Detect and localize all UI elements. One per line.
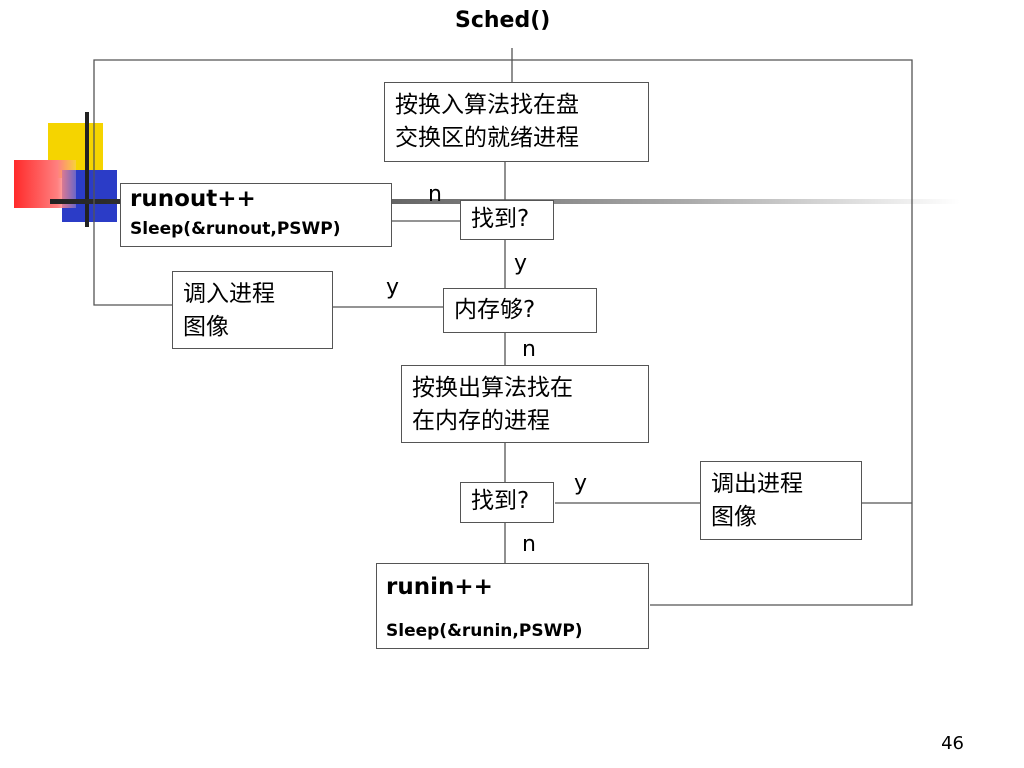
runout-sleep: Sleep(&runout,PSWP)	[130, 219, 341, 239]
memory-enough-decision: 内存够?	[443, 288, 597, 333]
outer-loop-line	[93, 48, 513, 306]
swap-out-search-box: 按换出算法找在 在内存的进程	[401, 365, 649, 443]
page-number: 46	[941, 733, 964, 754]
memory-no-label: n	[522, 337, 536, 362]
found1-yes-label: y	[514, 251, 528, 276]
found-decision-2: 找到?	[460, 482, 554, 523]
found1-no-label: n	[428, 182, 442, 207]
decor-vertical-bar	[85, 112, 89, 227]
diagram-title: Sched()	[455, 8, 551, 33]
found-decision-1: 找到?	[460, 200, 554, 240]
swap-in-search-box: 按换入算法找在盘 交换区的就绪进程	[384, 82, 649, 162]
runin-counter: runin++	[386, 574, 493, 600]
found2-yes-label: y	[574, 471, 588, 496]
runin-box: runin++ Sleep(&runin,PSWP)	[376, 563, 649, 649]
found2-no-label: n	[522, 532, 536, 557]
right-loop-line	[512, 59, 913, 606]
load-image-box: 调入进程 图像	[172, 271, 333, 349]
runin-sleep: Sleep(&runin,PSWP)	[386, 621, 583, 641]
memory-yes-label: y	[386, 275, 400, 300]
runout-counter: runout++	[130, 186, 256, 212]
swap-out-image-box: 调出进程 图像	[700, 461, 862, 540]
runout-box: runout++ Sleep(&runout,PSWP)	[120, 183, 392, 247]
